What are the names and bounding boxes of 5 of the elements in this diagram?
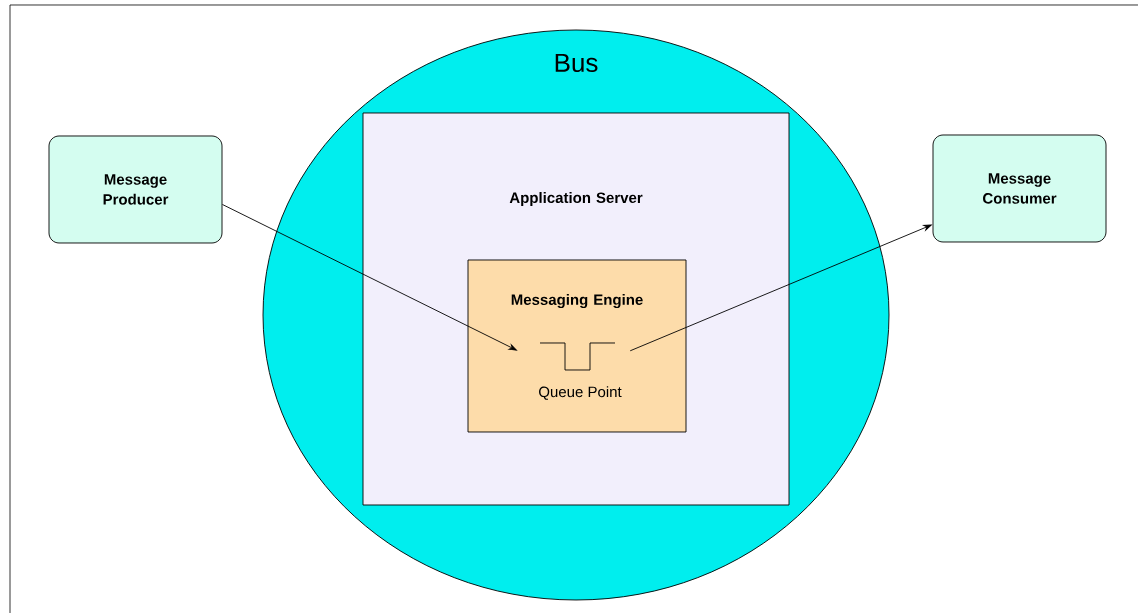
queue-point: Queue Point [539, 342, 622, 400]
message-box: Message Consumer [932, 134, 1107, 243]
arrow [629, 224, 932, 352]
message-box: Message Producer [48, 135, 223, 244]
arrow [222, 204, 518, 351]
